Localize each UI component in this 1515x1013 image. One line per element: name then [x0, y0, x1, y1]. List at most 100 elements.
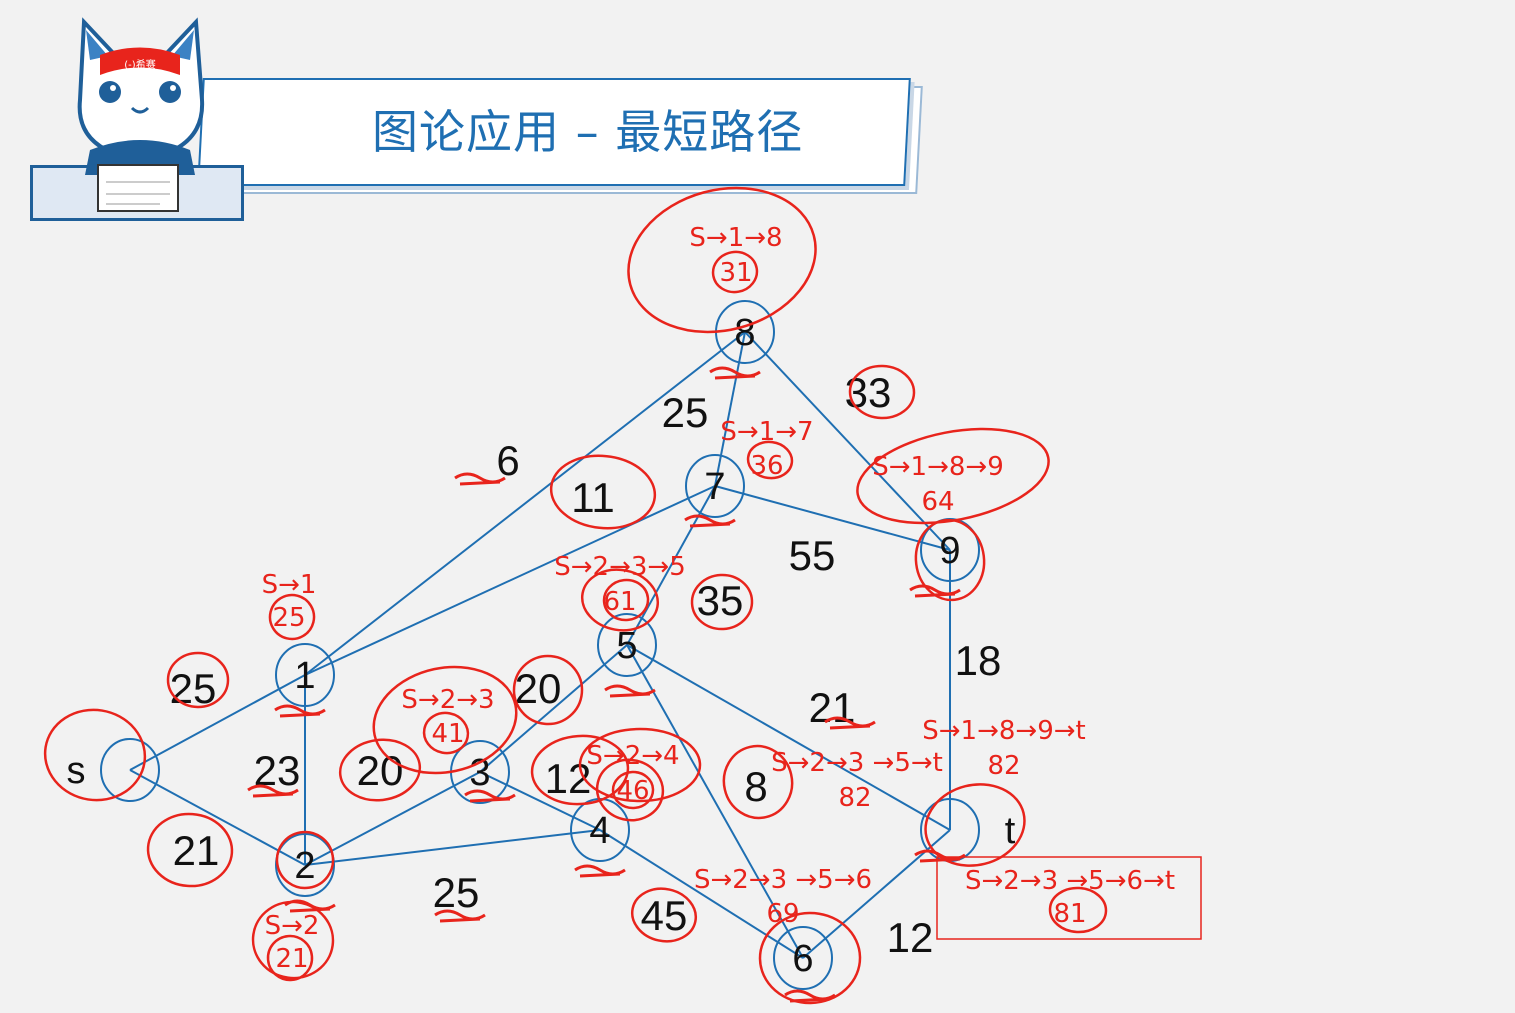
node-label-8: 8: [734, 312, 755, 354]
annotation-n9: S→1→8→9 64: [872, 452, 1004, 517]
ink-scribble: [604, 684, 656, 698]
ink-ring: [722, 744, 794, 820]
edge-3-4: [479, 771, 601, 831]
ink-ring: [512, 654, 584, 726]
annotation-path: S→1→8→9→t: [922, 716, 1085, 746]
annotation-path: S→1→8: [689, 223, 782, 253]
mascot-headband-text: (-)希赛: [124, 58, 155, 71]
edge-weight-5-6: 8: [744, 763, 767, 810]
edge-s-1: [129, 674, 306, 771]
ink-ring: [627, 186, 817, 334]
annotation-n5: S→2→3→561: [554, 552, 686, 617]
node-circle-2: [275, 833, 335, 897]
annotation-distance: 36: [750, 451, 783, 481]
final-path-box: [936, 856, 1202, 940]
edge-weight-4-6: 45: [641, 892, 688, 939]
ink-ring: [266, 934, 314, 982]
ink-ring: [43, 708, 147, 802]
page-title: 图论应用 – 最短路径: [372, 105, 804, 159]
ink-scribble: [574, 864, 626, 878]
annotation-n8: S→1→8 31: [689, 223, 782, 288]
annotation-path: S→2→3 →5→t: [771, 748, 943, 778]
ink-ring: [268, 593, 316, 641]
node-circle-7: [685, 454, 745, 518]
ink-ring: [146, 812, 234, 888]
node-7: 7: [685, 454, 745, 518]
ink-ring: [578, 727, 702, 803]
annotation-path: S→2→3 →5→6: [694, 865, 872, 895]
annotation-n7: S→1→7 36: [720, 417, 813, 481]
node-label-t: t: [1005, 810, 1016, 852]
annotation-distance: 46: [616, 776, 649, 806]
edge-5-6: [626, 644, 804, 959]
edge-weight-9-t: 18: [955, 637, 1002, 684]
edge-8-7: [714, 331, 746, 487]
node-circle-s: [100, 738, 160, 802]
node-circle-5: [597, 613, 657, 677]
annotation-path: S→1: [262, 570, 317, 600]
annotation-distance: 25: [272, 603, 305, 633]
node-2: 2: [275, 833, 335, 897]
annotation-path: S→1→8→9: [872, 452, 1004, 482]
node-label-7: 7: [704, 466, 725, 508]
ink-ring: [275, 830, 335, 890]
ink-ring: [580, 568, 660, 632]
edge-weight-7-9: 55: [789, 532, 836, 579]
ink-ring: [338, 738, 422, 802]
ink-ring: [924, 783, 1026, 867]
annotation-distance: 31: [719, 258, 752, 288]
node-label-s: s: [67, 750, 86, 792]
ink-ring: [549, 454, 657, 530]
annotation-n1: S→125: [262, 570, 317, 633]
annotation-path: S→2→3 →5→6→t: [965, 866, 1175, 896]
annotation-distance: 64: [921, 487, 954, 517]
annotation-distance: 81: [1053, 899, 1086, 929]
edge-weight-8-7: 25: [662, 389, 709, 436]
edge-2-4: [304, 829, 601, 866]
ink-ring: [746, 440, 794, 480]
node-circle-1: [275, 643, 335, 707]
ink-scribble: [454, 472, 506, 486]
annotation-n3: S→2→341: [401, 685, 494, 749]
node-label-5: 5: [616, 625, 637, 667]
annotation-path: S→2→3→5: [554, 552, 686, 582]
edge-weight-2-3: 20: [357, 747, 404, 794]
ink-ring: [630, 887, 698, 943]
edge-3-5: [479, 644, 628, 773]
annotation-distance: 69: [766, 899, 799, 929]
ink-ring: [914, 518, 986, 602]
edge-weight-2-4: 25: [433, 869, 480, 916]
edge-s-2: [129, 769, 306, 866]
ink-ring: [372, 665, 518, 775]
node-1: 1: [275, 643, 335, 707]
ink-scribble: [274, 704, 326, 718]
edge-weight-s-2: 21: [173, 827, 220, 874]
ink-ring: [690, 573, 754, 631]
ink-scribble: [824, 716, 876, 730]
edge-weight-1-8: 6: [496, 437, 519, 484]
ink-scribble: [464, 789, 516, 803]
annotation-n2: S→221: [265, 911, 320, 974]
edge-2-3: [304, 771, 481, 866]
annotation-n4: S→2→446: [586, 741, 679, 806]
ink-ring: [856, 427, 1050, 525]
ink-scribble: [684, 514, 736, 528]
ink-ring: [1048, 886, 1108, 934]
node-label-3: 3: [469, 752, 490, 794]
annotation-t1: S→2→3 →5→t82: [771, 748, 943, 813]
ink-ring: [166, 651, 230, 709]
ink-scribble: [914, 849, 966, 863]
annotation-path: S→1→7: [720, 417, 813, 447]
annotation-t3: S→2→3 →5→6→t81: [965, 866, 1175, 929]
edge-5-t: [626, 644, 951, 831]
node-label-6: 6: [792, 938, 813, 980]
annotation-t2: S→1→8→9→t82: [922, 716, 1085, 781]
annotation-path: S→2: [265, 911, 320, 941]
ink-scribble: [709, 366, 761, 380]
ink-scribble: [784, 989, 836, 1003]
node-label-9: 9: [939, 530, 960, 572]
ink-ring: [530, 734, 630, 806]
node-label-1: 1: [294, 655, 315, 697]
ink-ring: [848, 364, 916, 420]
